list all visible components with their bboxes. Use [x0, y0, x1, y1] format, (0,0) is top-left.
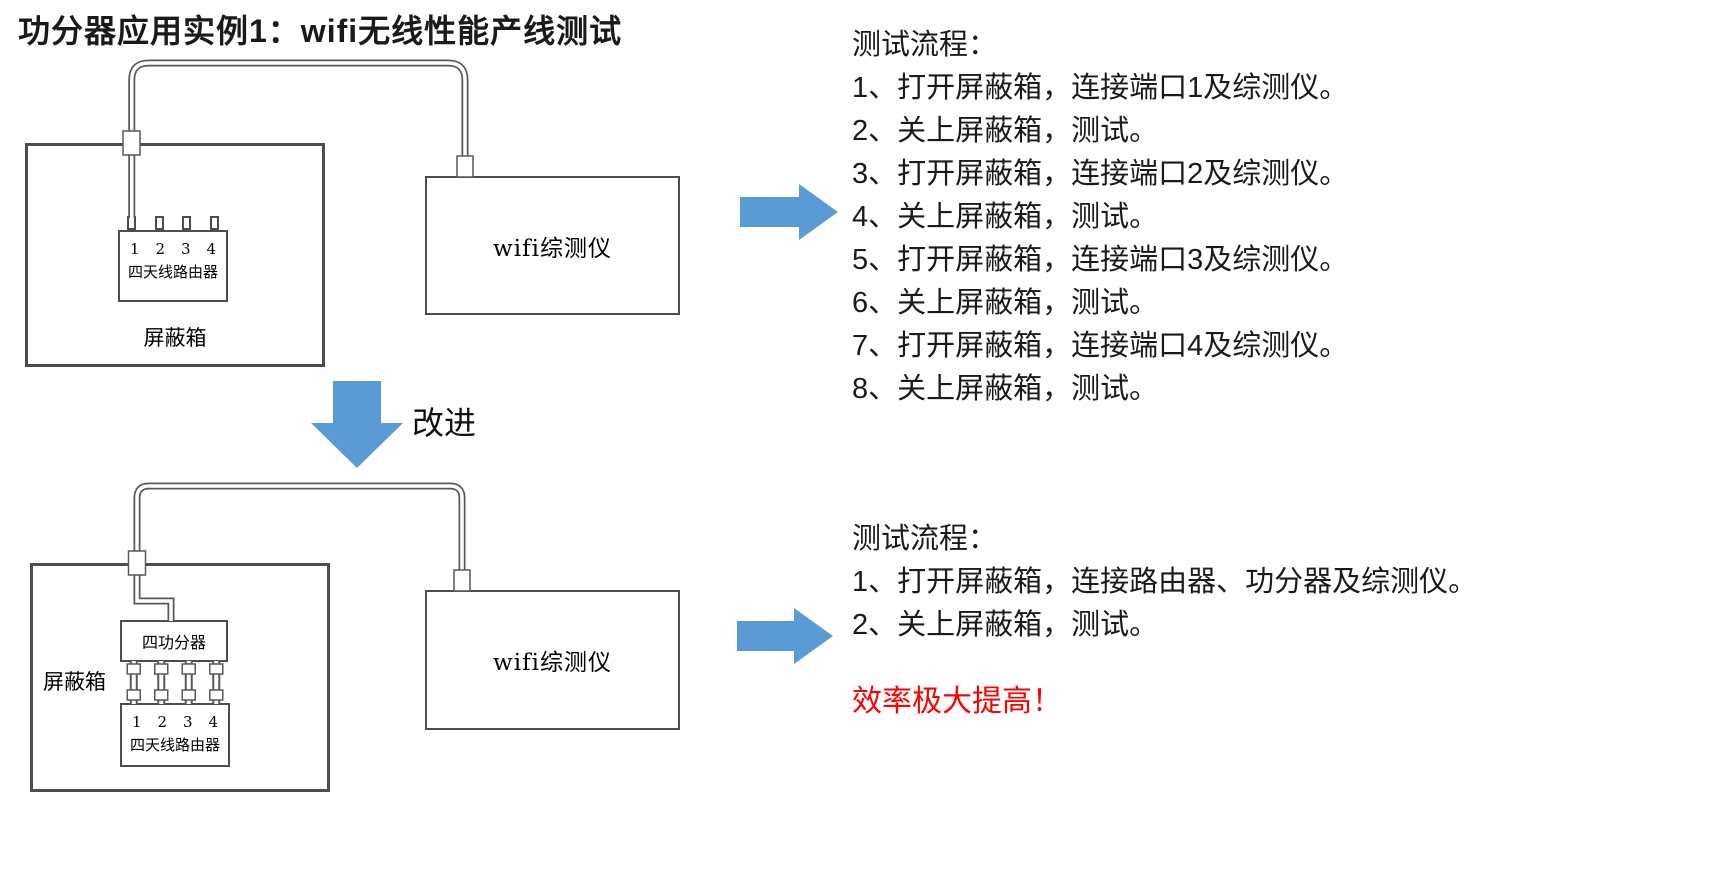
router-label-top: 四天线路由器 — [127, 263, 218, 281]
process-heading-bottom: 测试流程： — [852, 523, 998, 555]
process-step: 2、关上屏蔽箱，测试。 — [852, 115, 1159, 147]
antenna-stub-2 — [155, 216, 164, 230]
process-step: 1、打开屏蔽箱，连接路由器、功分器及综测仪。 — [852, 566, 1478, 598]
test-process-bottom: 测试流程： 1、打开屏蔽箱，连接路由器、功分器及综测仪。 2、关上屏蔽箱，测试。 — [852, 518, 1477, 647]
shield-box-label-top: 屏蔽箱 — [143, 326, 207, 350]
router-ports-row-top: 1 2 3 4 — [120, 232, 226, 258]
process-step: 7、打开屏蔽箱，连接端口4及综测仪。 — [852, 330, 1349, 362]
efficiency-highlight: 效率极大提高！ — [852, 685, 1062, 718]
cable-connector-tester-bottom — [453, 569, 471, 592]
splitter-label: 四功分器 — [141, 633, 206, 652]
arrow-right-bottom-icon — [737, 608, 833, 664]
router-label-bottom: 四天线路由器 — [129, 736, 220, 754]
port-number: 3 — [180, 240, 191, 258]
process-step: 8、关上屏蔽箱，测试。 — [852, 373, 1159, 405]
test-process-top: 测试流程： 1、打开屏蔽箱，连接端口1及综测仪。 2、关上屏蔽箱，测试。 3、打… — [852, 24, 1348, 411]
tester-label-top: wifi综测仪 — [493, 235, 612, 262]
antenna-stub-3 — [182, 216, 191, 230]
port-number: 3 — [182, 713, 193, 731]
tester-box-bottom: wifi综测仪 — [425, 590, 680, 730]
cable-connector-tester-top — [456, 155, 474, 178]
tester-label-bottom: wifi综测仪 — [493, 650, 612, 676]
process-step: 2、关上屏蔽箱，测试。 — [852, 609, 1159, 641]
port-number: 4 — [208, 713, 219, 731]
improve-label: 改进 — [412, 405, 477, 441]
router-box-top: 1 2 3 4 四天线路由器 — [118, 230, 228, 302]
shield-box-label-bottom: 屏蔽箱 — [43, 670, 106, 694]
splitter-box: 四功分器 — [120, 620, 228, 662]
tester-box-top: wifi综测仪 — [425, 176, 680, 315]
arrow-down-icon — [311, 381, 403, 468]
antenna-stub-1 — [127, 216, 136, 230]
port-number: 4 — [206, 240, 217, 258]
process-step: 5、打开屏蔽箱，连接端口3及综测仪。 — [852, 244, 1349, 276]
process-step: 6、关上屏蔽箱，测试。 — [852, 287, 1159, 319]
port-number: 1 — [129, 240, 140, 258]
port-number: 2 — [155, 240, 166, 258]
arrow-right-top-icon — [740, 184, 838, 240]
page-title: 功分器应用实例1：wifi无线性能产线测试 — [18, 13, 623, 49]
router-box-bottom: 1 2 3 4 四天线路由器 — [120, 703, 230, 767]
port-number: 2 — [157, 713, 168, 731]
process-step: 4、关上屏蔽箱，测试。 — [852, 201, 1159, 233]
process-step: 1、打开屏蔽箱，连接端口1及综测仪。 — [852, 72, 1349, 104]
port-number: 1 — [131, 713, 142, 731]
router-ports-row-bottom: 1 2 3 4 — [122, 705, 228, 731]
antenna-stub-4 — [210, 216, 219, 230]
process-heading-top: 测试流程： — [852, 29, 998, 61]
process-step: 3、打开屏蔽箱，连接端口2及综测仪。 — [852, 158, 1349, 190]
